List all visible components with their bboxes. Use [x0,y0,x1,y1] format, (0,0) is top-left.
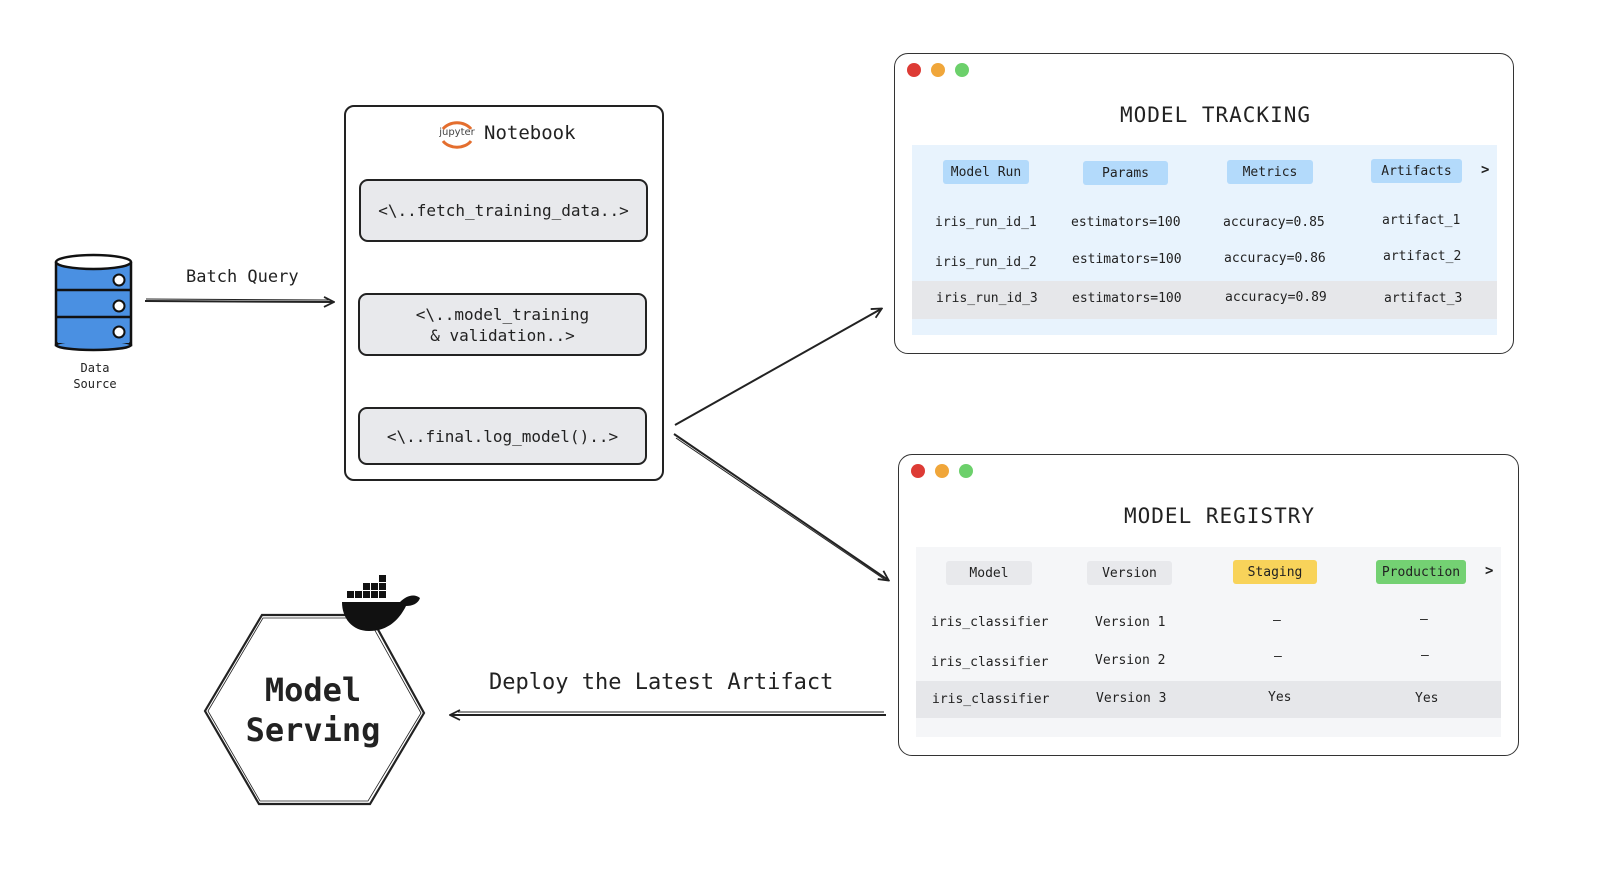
tracking-cell: iris_run_id_2 [935,255,1037,270]
registry-cell: Version 1 [1095,615,1166,630]
registry-header-model: Model [946,561,1032,585]
tracking-cell: estimators=100 [1072,252,1182,267]
tracking-cell: artifact_3 [1384,291,1463,306]
tracking-cell: artifact_2 [1383,249,1462,264]
registry-cell: Yes [1268,690,1292,705]
window-minimize-dot [935,464,949,478]
tracking-row-highlight [912,281,1497,319]
data-source-label: Data Source [73,361,117,391]
to-registry-arrow [673,433,888,580]
registry-cell: iris_classifier [932,692,1050,707]
window-maximize-dot [959,464,973,478]
tracking-cell: iris_run_id_3 [936,291,1038,306]
tracking-header-params: Params [1083,161,1168,185]
cell-fetch-training-data: <\..fetch_training_data..> [359,179,648,242]
deploy-label: Deploy the Latest Artifact [489,670,834,695]
tracking-cell: estimators=100 [1072,291,1182,306]
registry-cell: Yes [1415,691,1439,706]
window-close-dot [907,63,921,77]
tracking-header-model-run: Model Run [943,160,1029,184]
registry-title: MODEL REGISTRY [1124,504,1316,528]
tracking-more-chevron[interactable]: > [1481,162,1490,178]
tracking-header-metrics: Metrics [1227,160,1313,184]
window-minimize-dot [931,63,945,77]
to-tracking-arrow [674,309,881,426]
registry-more-chevron[interactable]: > [1485,563,1494,579]
database-icon [54,253,133,352]
window-close-dot [911,464,925,478]
registry-cell: – [1421,648,1429,663]
registry-row-highlight [916,681,1501,718]
tracking-cell: artifact_1 [1382,213,1461,228]
notebook-title: Notebook [484,122,576,144]
tracking-cell: accuracy=0.89 [1225,290,1327,305]
jupyter-logo-text: jupyter [439,127,475,138]
jupyter-logo-icon [441,121,473,149]
model-serving-label: Model Serving [245,671,381,749]
cell-model-training: <\..model_training & validation..> [358,293,647,356]
registry-cell: – [1273,613,1281,628]
window-maximize-dot [955,63,969,77]
registry-cell: Version 3 [1096,691,1167,706]
tracking-cell: accuracy=0.85 [1223,215,1325,230]
registry-header-version: Version [1087,561,1172,585]
registry-cell: – [1274,649,1282,664]
registry-header-staging: Staging [1233,560,1317,584]
tracking-header-artifacts: Artifacts [1371,159,1462,183]
registry-header-production: Production [1376,560,1466,584]
registry-cell: iris_classifier [931,615,1049,630]
tracking-title: MODEL TRACKING [1120,103,1312,127]
batch-query-label: Batch Query [186,267,299,287]
registry-cell: – [1420,612,1428,627]
cell-log-model: <\..final.log_model()..> [358,407,647,465]
docker-whale-icon [342,575,420,631]
batch-query-arrow [144,301,333,302]
registry-cell: Version 2 [1095,653,1166,668]
registry-cell: iris_classifier [931,655,1049,670]
tracking-cell: iris_run_id_1 [935,215,1037,230]
tracking-cell: estimators=100 [1071,215,1181,230]
tracking-cell: accuracy=0.86 [1224,251,1326,266]
